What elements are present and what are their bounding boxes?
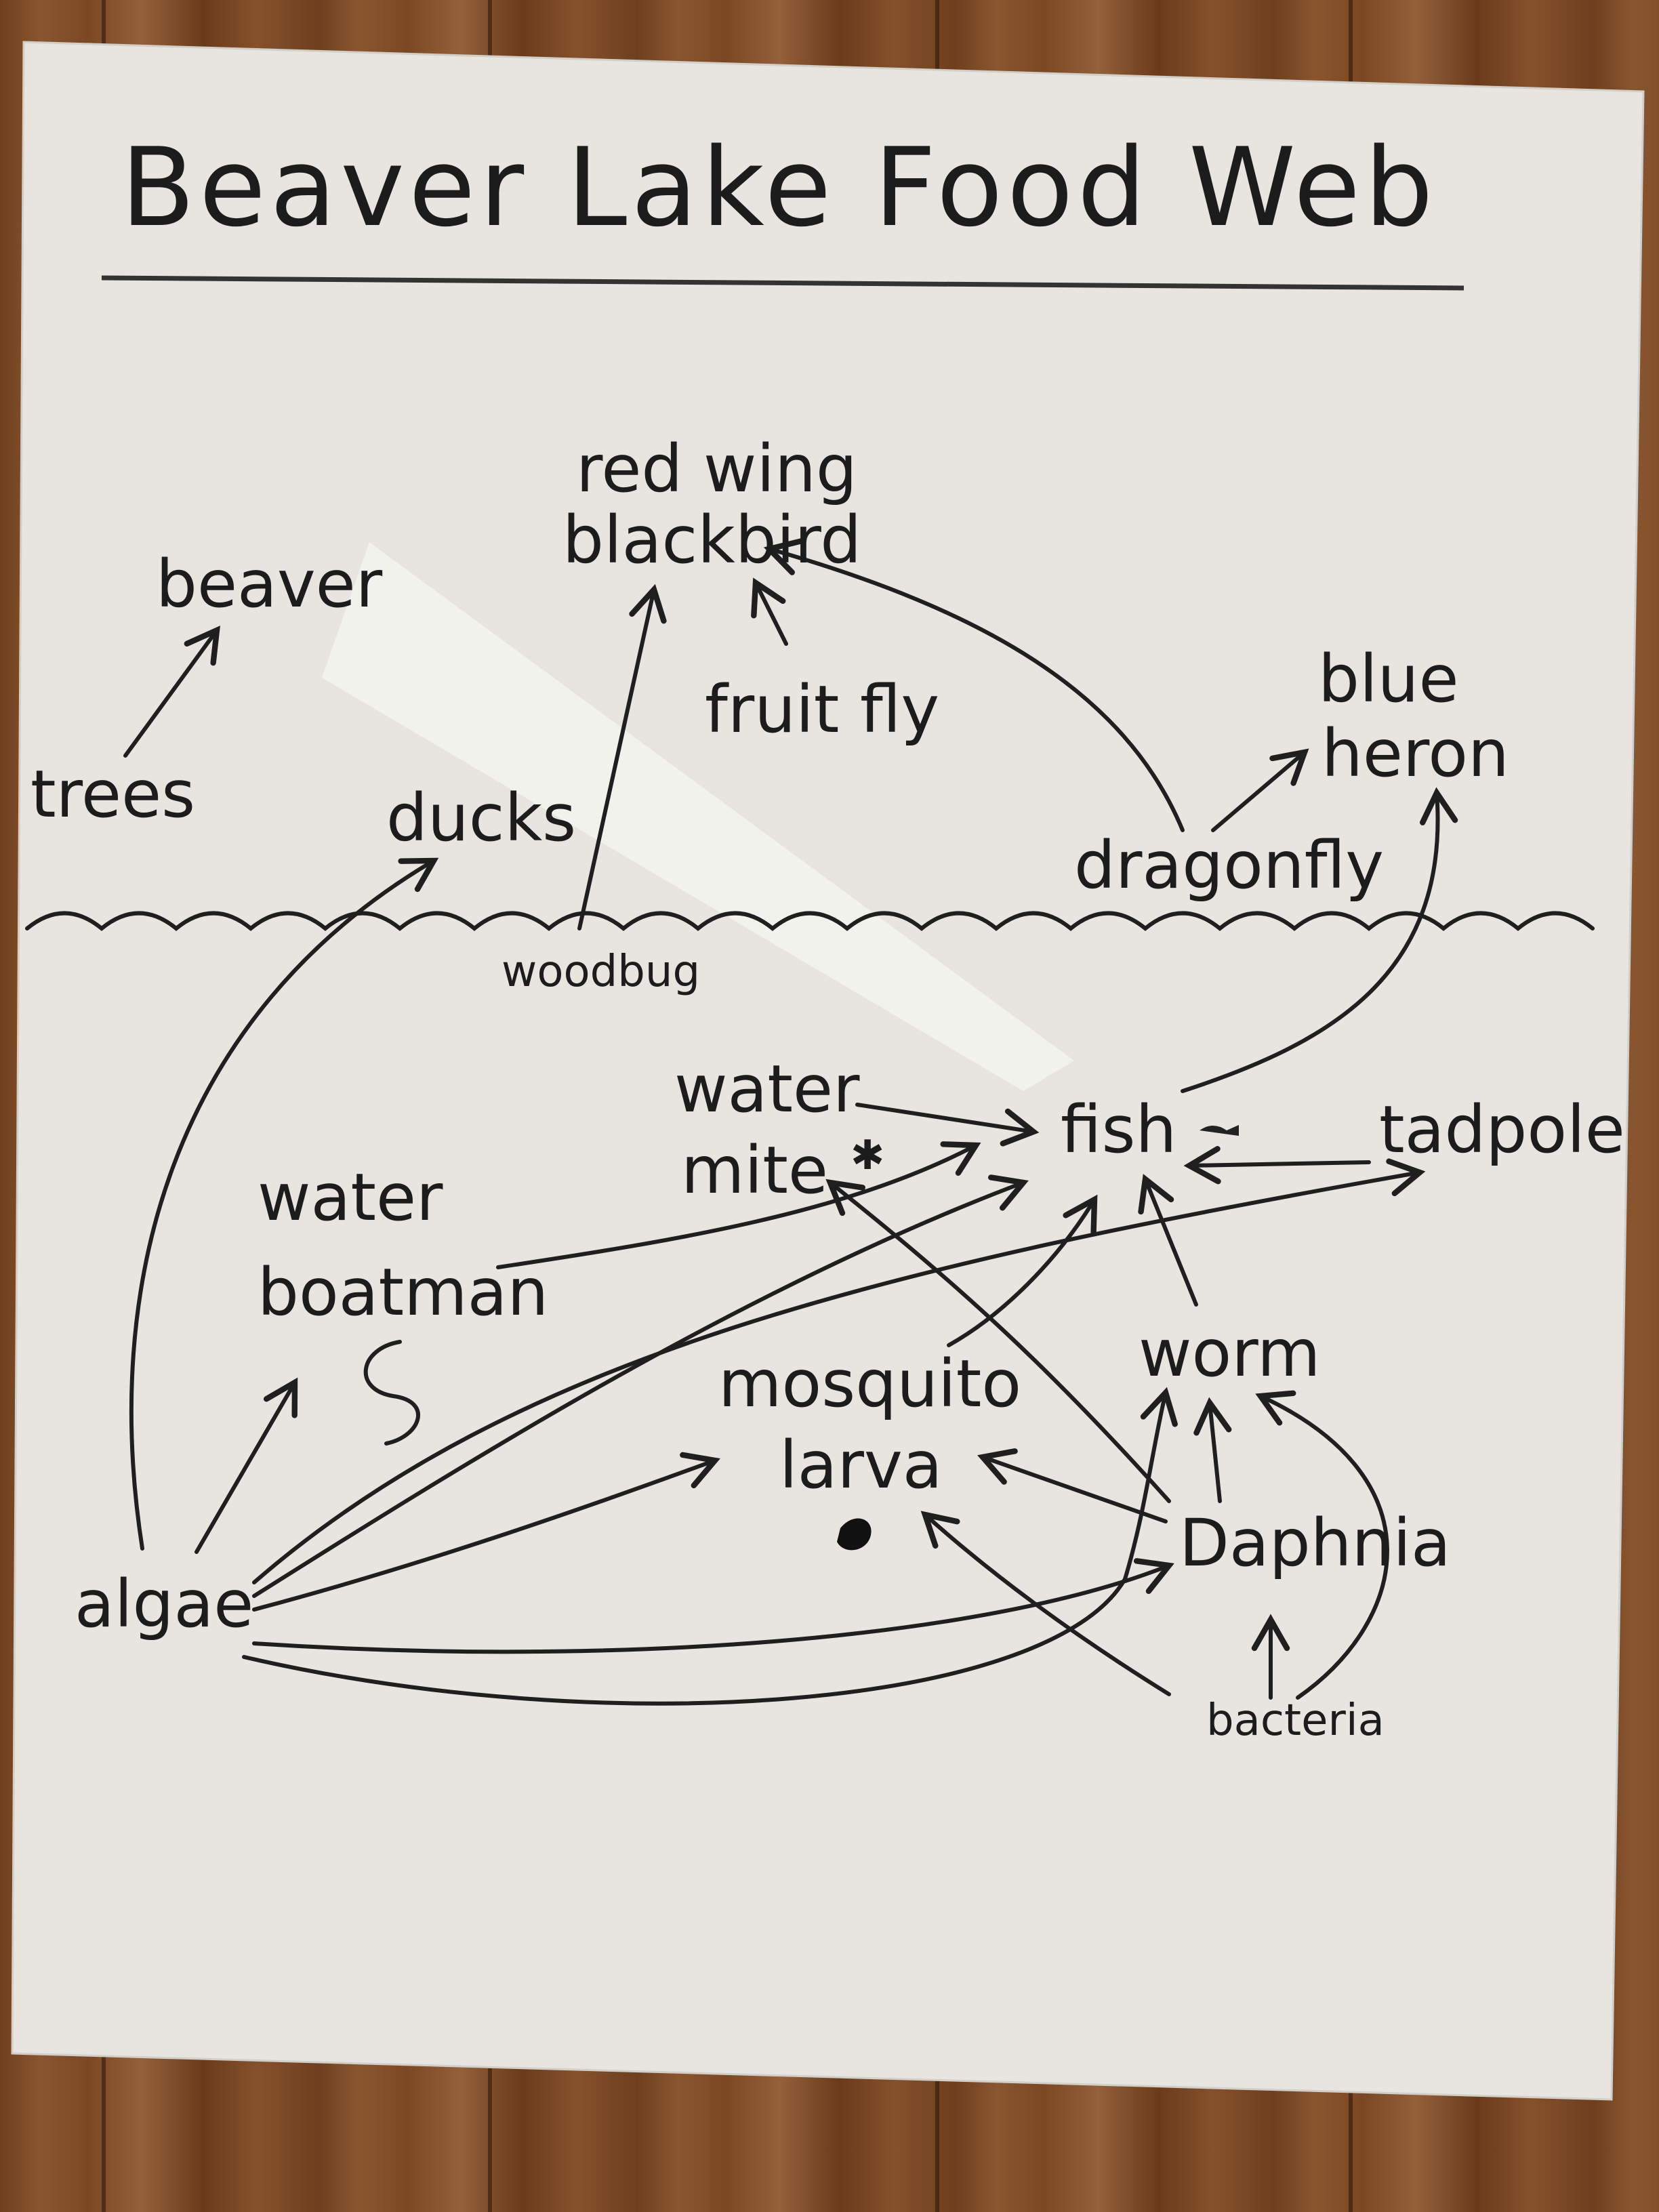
arrow-mosquito-to-fish xyxy=(947,1194,1098,1347)
label-algae: algae xyxy=(75,1566,253,1642)
label-fruit-fly: fruit fly xyxy=(705,672,939,747)
arrow-algae-to-ducks xyxy=(129,857,439,1551)
label-heron: heron xyxy=(1322,716,1509,792)
paper-sheet xyxy=(11,41,1645,2101)
arrow-daphnia-to-mosquito xyxy=(977,1448,1168,1523)
arrow-fruitfly-to-blackbird xyxy=(751,577,788,646)
arrow-dragonfly-to-heron xyxy=(1211,748,1309,832)
label-fish: fish xyxy=(1061,1092,1176,1168)
title-underline xyxy=(101,275,1465,291)
label-trees: trees xyxy=(30,756,195,832)
arrow-trees-to-beaver xyxy=(123,626,220,758)
page-title: Beaver Lake Food Web xyxy=(121,124,1437,251)
label-blue: blue xyxy=(1318,641,1459,717)
label-ducks: ducks xyxy=(386,780,576,856)
arrow-daphnia-to-watermite xyxy=(825,1179,1171,1503)
larva-sketch xyxy=(837,1518,872,1551)
fish-sketch xyxy=(1200,1125,1239,1136)
label-blackbird: blackbird xyxy=(562,502,861,578)
arrow-algae-to-boatman xyxy=(194,1377,298,1554)
arrow-watermite-to-fish xyxy=(855,1103,1040,1147)
arrow-tadpole-to-fish xyxy=(1183,1146,1371,1185)
arrow-woodbug-to-blackbird xyxy=(577,583,667,930)
mite-sketch: ✱ xyxy=(851,1132,884,1179)
label-water-mite-1: water xyxy=(674,1051,860,1127)
arrow-dragonfly-to-blackbird xyxy=(763,538,1185,832)
label-water-boatman-1: water xyxy=(258,1160,443,1235)
arrow-algae-to-fish xyxy=(252,1174,1029,1598)
feeding-arrows xyxy=(123,538,1458,1706)
label-beaver: beaver xyxy=(156,546,383,622)
label-water-boatman-2: boatman xyxy=(258,1254,548,1330)
label-bacteria: bacteria xyxy=(1206,1696,1385,1746)
water-surface-line xyxy=(25,911,1595,931)
boatman-sketch xyxy=(363,1340,420,1446)
tape-strip xyxy=(322,542,1074,1091)
arrow-worm-to-fish xyxy=(1138,1174,1198,1307)
label-larva: larva xyxy=(779,1427,943,1503)
label-daphnia: Daphnia xyxy=(1179,1505,1451,1581)
label-woodbug: woodbug xyxy=(501,947,700,997)
label-water-mite-2: mite xyxy=(681,1132,828,1208)
arrow-bacteria-to-worm xyxy=(1255,1390,1389,1700)
label-dragonfly: dragonfly xyxy=(1074,827,1384,903)
label-red-wing: red wing xyxy=(576,431,857,507)
arrow-algae-to-daphnia xyxy=(252,1558,1174,1654)
arrow-fish-to-heron xyxy=(1181,787,1458,1093)
label-mosquito: mosquito xyxy=(718,1346,1021,1422)
arrow-bacteria-to-mosquito xyxy=(920,1511,1171,1696)
arrow-boatman-to-fish xyxy=(496,1141,981,1269)
arrow-algae-to-worm xyxy=(242,1387,1178,1706)
arrow-algae-to-tadpole xyxy=(252,1158,1426,1584)
arrow-algae-to-mosquito xyxy=(252,1452,720,1612)
label-tadpole: tadpole xyxy=(1379,1092,1625,1168)
arrow-daphnia-to-worm xyxy=(1193,1397,1232,1503)
label-worm: worm xyxy=(1139,1315,1321,1391)
